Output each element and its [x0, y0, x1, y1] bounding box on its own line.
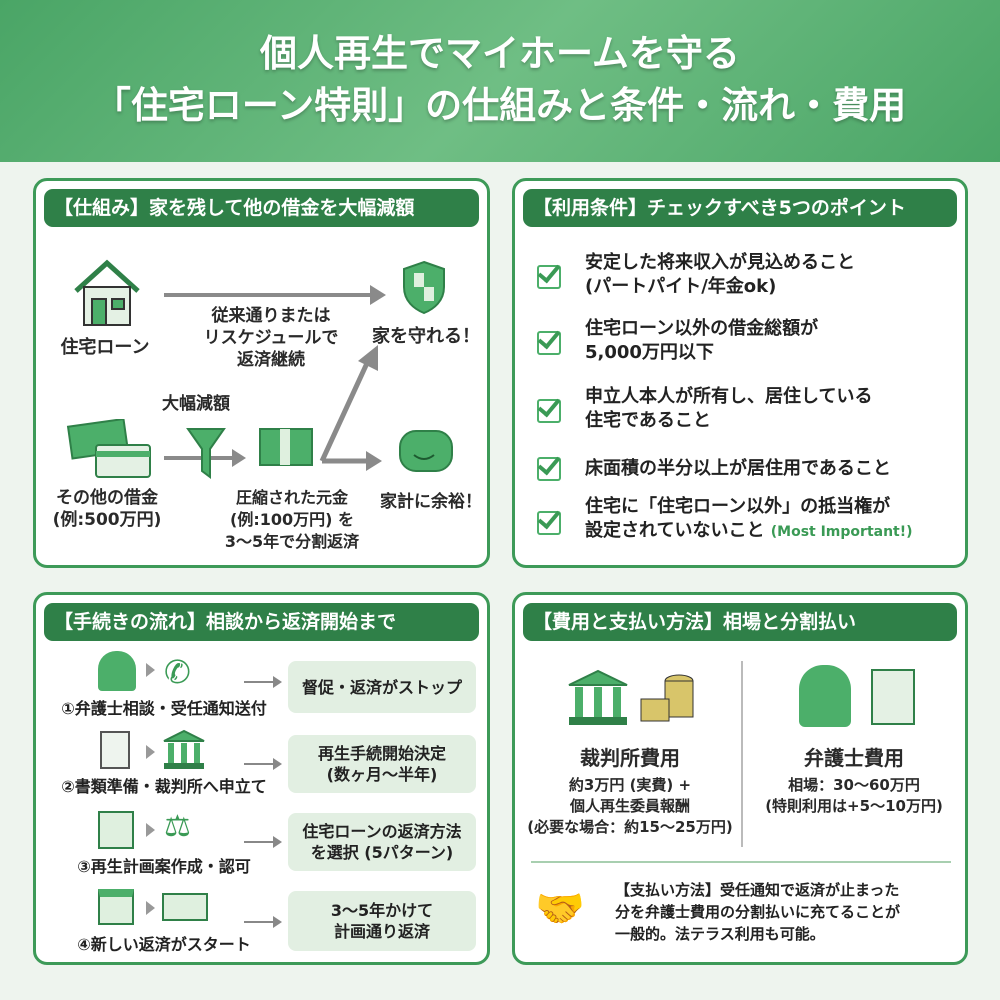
title-banner: 個人再生でマイホームを守る「住宅ローン特則」の仕組みと条件・流れ・費用 — [0, 0, 1000, 162]
check-icon — [537, 511, 561, 535]
phone-icon: ✆ — [164, 653, 191, 691]
court-fee-title: 裁判所費用 — [580, 746, 680, 770]
result-arrow — [244, 916, 282, 928]
courthouse-icon — [568, 669, 628, 725]
costs-panel: 【費用と支払い方法】相場と分割払い 裁判所費用 約3万円 (実費) +個人再生委… — [512, 592, 968, 965]
check-icon — [537, 399, 561, 423]
house-icon — [74, 259, 140, 326]
lawyer-fee-title: 弁護士費用 — [804, 746, 904, 770]
divider — [741, 661, 743, 847]
step-arrow — [146, 663, 155, 677]
courthouse-icon — [163, 729, 205, 769]
panel-header: 【利用条件】チェックすべき5つのポイント — [523, 189, 957, 227]
funnel-icon — [186, 428, 226, 479]
house-loan-label: 住宅ローン — [60, 337, 150, 358]
wallet-smile-icon — [399, 430, 453, 472]
result-box: 住宅ローンの返済方法を選択 (5パターン) — [288, 813, 476, 871]
panel-header: 【手続きの流れ】相談から返済開始まで — [44, 603, 479, 641]
reduce-label: 大幅減額 — [162, 394, 230, 414]
blueprint-icon — [98, 811, 134, 849]
step-arrow — [146, 823, 155, 837]
mechanism-panel: 【仕組み】家を残して他の借金を大幅減額 住宅ローン 従来通りまたはリスケジュール… — [33, 178, 490, 568]
arrow-reduce — [164, 456, 234, 460]
panel-header: 【費用と支払い方法】相場と分割払い — [523, 603, 957, 641]
branch-arrows — [319, 345, 382, 471]
result-box: 督促・返済がストップ — [288, 661, 476, 713]
money-icon — [162, 893, 208, 921]
conditions-panel: 【利用条件】チェックすべき5つのポイント 安定した将来収入が見込めること(パート… — [512, 178, 968, 568]
flow-panel: 【手続きの流れ】相談から返済開始まで ✆ ①弁護士相談・受任通知送付 督促・返済… — [33, 592, 490, 965]
gavel-icon: ⚖ — [164, 809, 191, 844]
result-arrow — [244, 676, 282, 688]
result-arrow — [244, 758, 282, 770]
lawyer-icon — [98, 651, 136, 691]
coins-icon — [640, 674, 694, 722]
important-note: (Most Important!) — [770, 524, 913, 540]
protect-label: 家を守れる！ — [372, 326, 480, 347]
result-box: 3〜5年かけて計画通り返済 — [288, 891, 476, 951]
step-arrow — [146, 745, 155, 759]
arrow-head — [232, 449, 246, 467]
check-icon — [537, 331, 561, 355]
result-arrow — [244, 836, 282, 848]
page-title: 個人再生でマイホームを守る「住宅ローン特則」の仕組みと条件・流れ・費用 — [93, 32, 907, 127]
check-icon — [537, 265, 561, 289]
arrow-head — [370, 285, 386, 305]
arrow-continue — [164, 293, 374, 297]
lawyer-icon — [799, 665, 851, 727]
cash-card-icon — [66, 419, 151, 478]
money-stack-icon — [259, 428, 313, 466]
document-icon — [100, 731, 130, 769]
shield-icon — [403, 260, 445, 315]
surplus-label: 家計に余裕！ — [380, 492, 482, 512]
handshake-icon: 🤝 — [535, 886, 585, 932]
divider — [531, 861, 951, 863]
panel-header: 【仕組み】家を残して他の借金を大幅減額 — [44, 189, 479, 227]
contract-icon — [871, 669, 915, 725]
result-box: 再生手続開始決定(数ヶ月〜半年) — [288, 735, 476, 793]
calendar-icon — [98, 889, 134, 925]
check-icon — [537, 457, 561, 481]
step-arrow — [146, 901, 155, 915]
